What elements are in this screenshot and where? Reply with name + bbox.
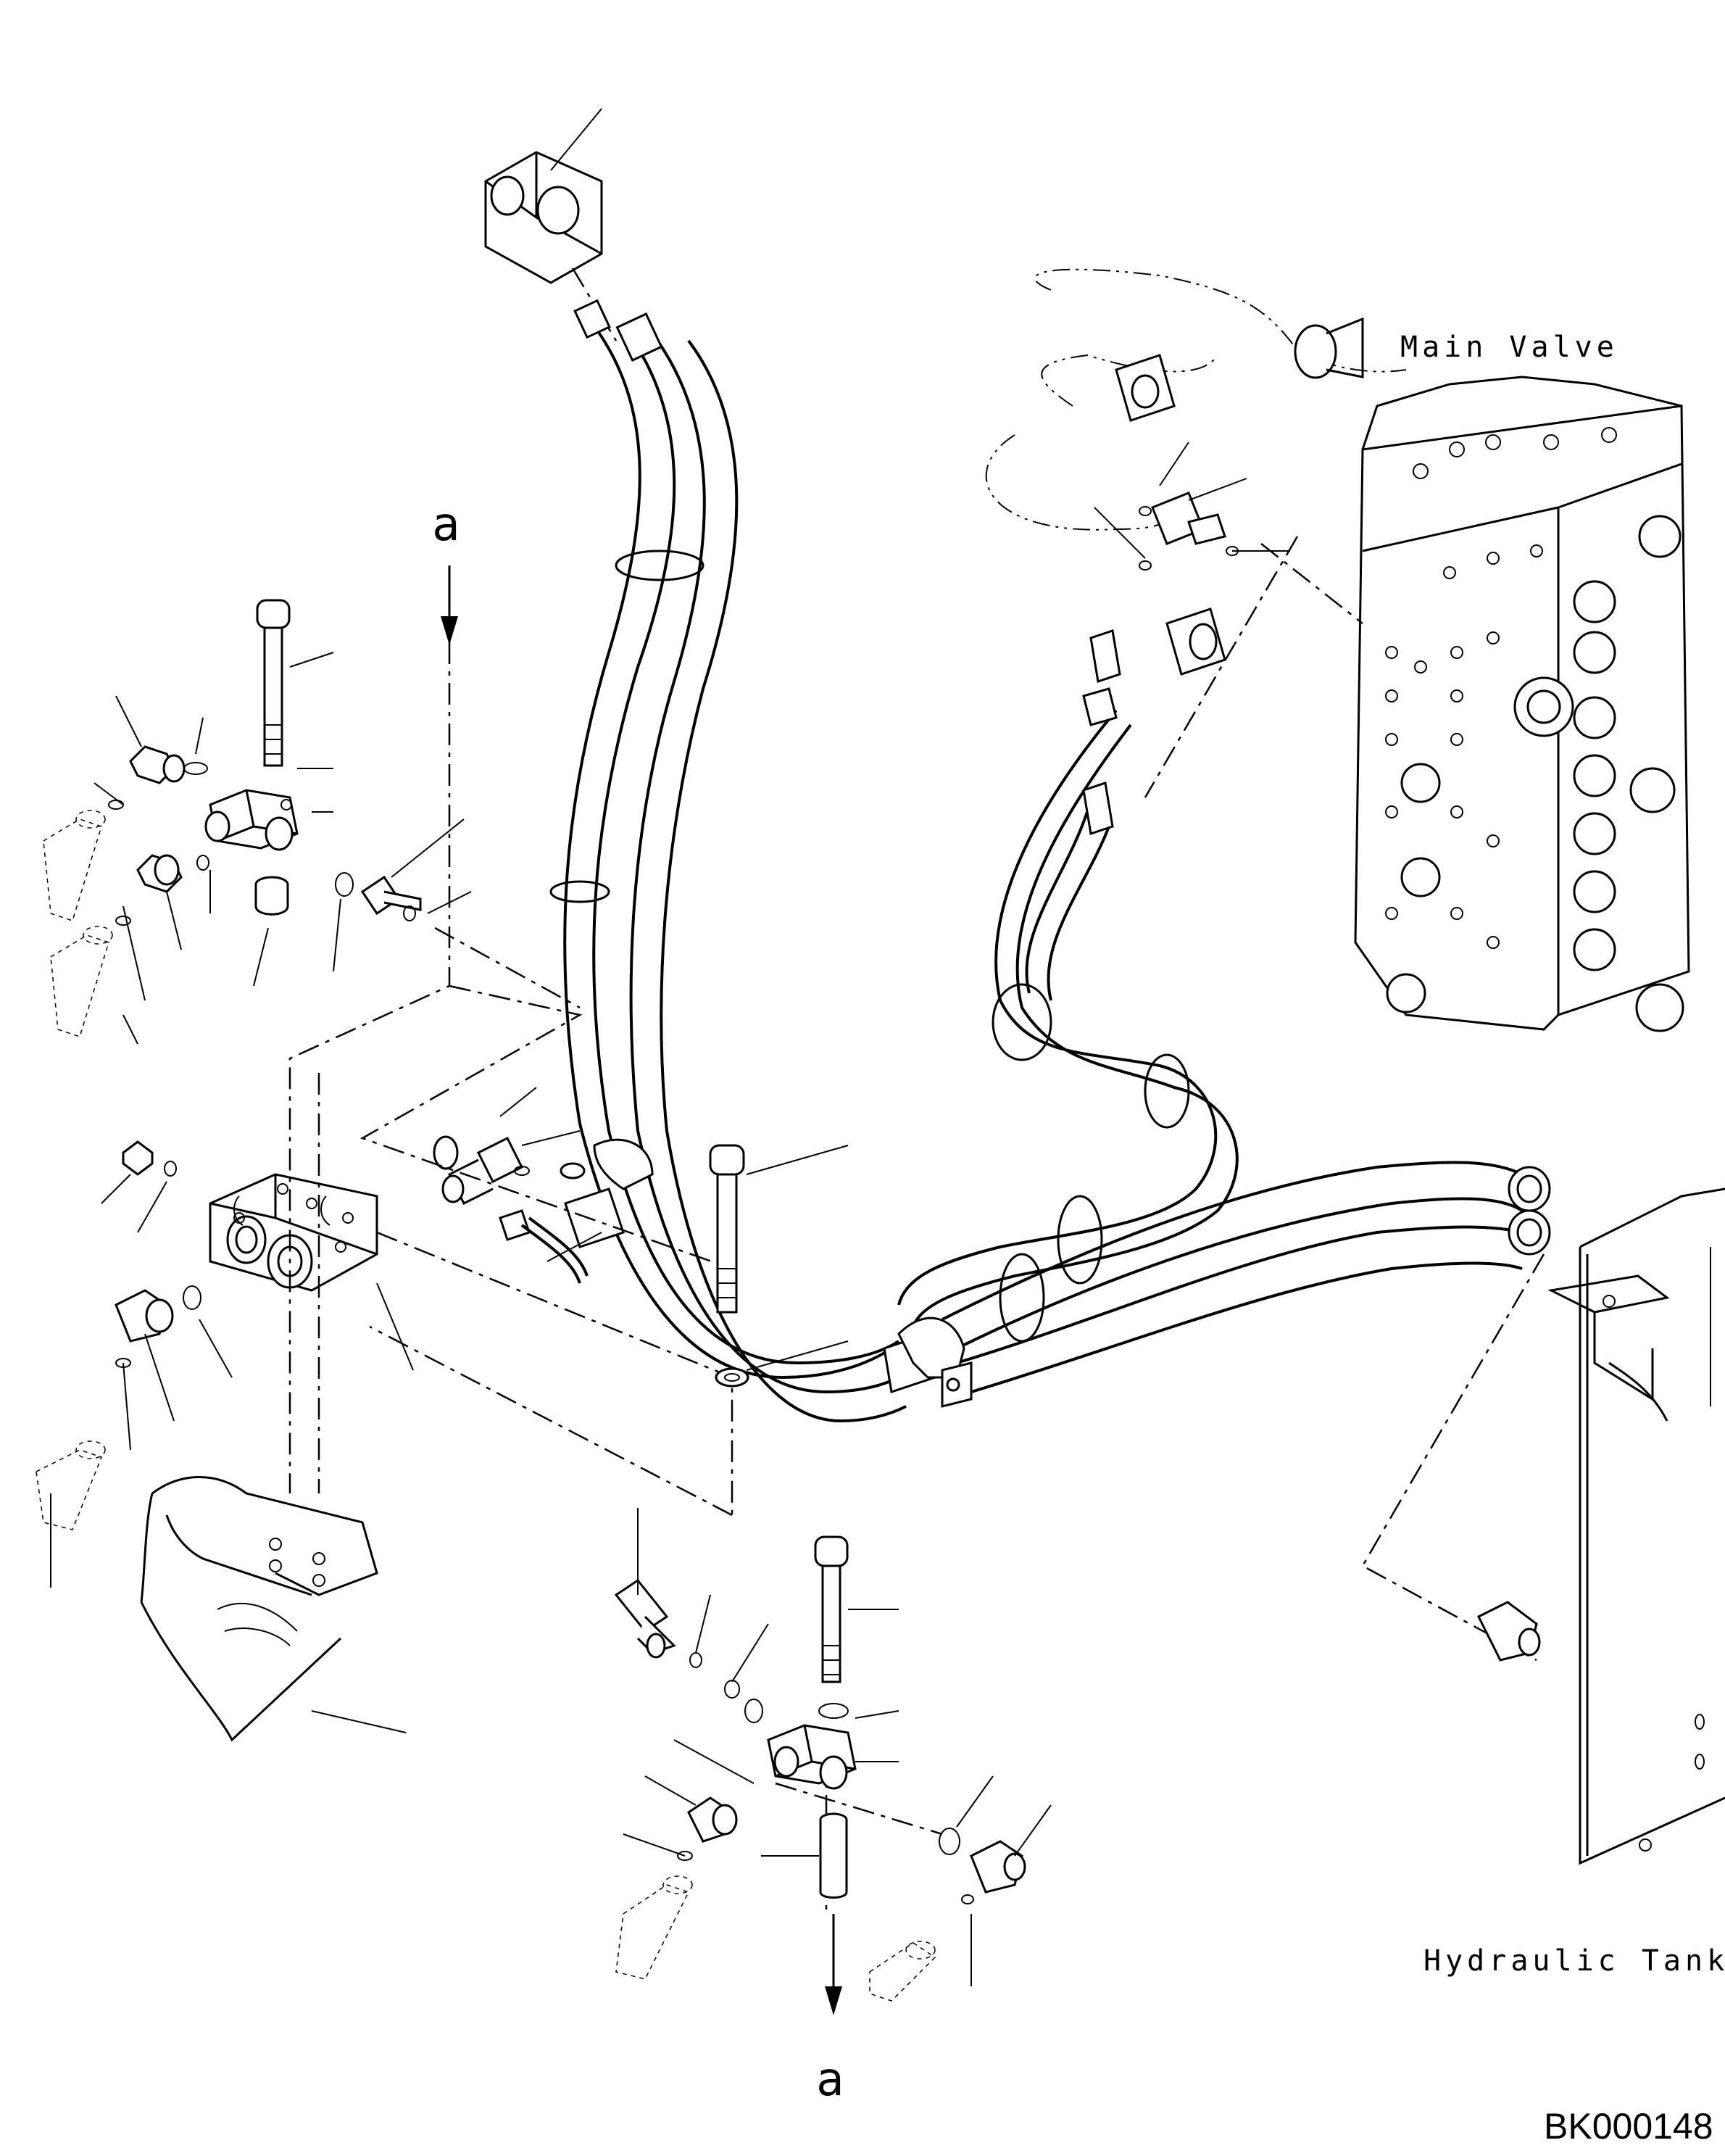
valve-boss-column <box>1386 515 1684 1032</box>
section-marker-bottom: a <box>816 1914 844 2107</box>
hose-pair-right <box>897 629 1551 1408</box>
tee-fitting-upper <box>1094 441 1290 571</box>
drawing-code: BK000148 <box>1544 2106 1713 2147</box>
main-valve-label: Main Valve <box>1400 331 1618 364</box>
main-valve-drawing: Main Valve <box>1354 331 1690 1032</box>
valve-holes <box>1385 427 1617 949</box>
section-marker-top: a <box>432 498 460 645</box>
lower-left-manifold-block <box>36 1140 414 1588</box>
upper-left-manifold <box>43 599 472 1045</box>
top-block-fitting <box>484 108 618 341</box>
phantom-pipe-main-valve <box>985 268 1407 798</box>
reference-lines <box>288 602 1545 1914</box>
base-bracket-left <box>140 1476 407 1742</box>
hydraulic-tank-label: Hydraulic Tank <box>1423 1944 1725 1978</box>
hose-end-fittings-right <box>1508 1166 1551 1256</box>
lower-center-manifold <box>614 1508 1052 2002</box>
center-bolt-washer <box>709 1144 849 1388</box>
section-marker-bottom-label: a <box>816 2053 844 2107</box>
hose-pair-left <box>546 299 936 1423</box>
hydraulic-tank-drawing: Hydraulic Tank <box>1423 1187 1725 1978</box>
hose-small-fittings-left <box>433 1087 589 1284</box>
section-marker-top-label: a <box>432 498 460 552</box>
